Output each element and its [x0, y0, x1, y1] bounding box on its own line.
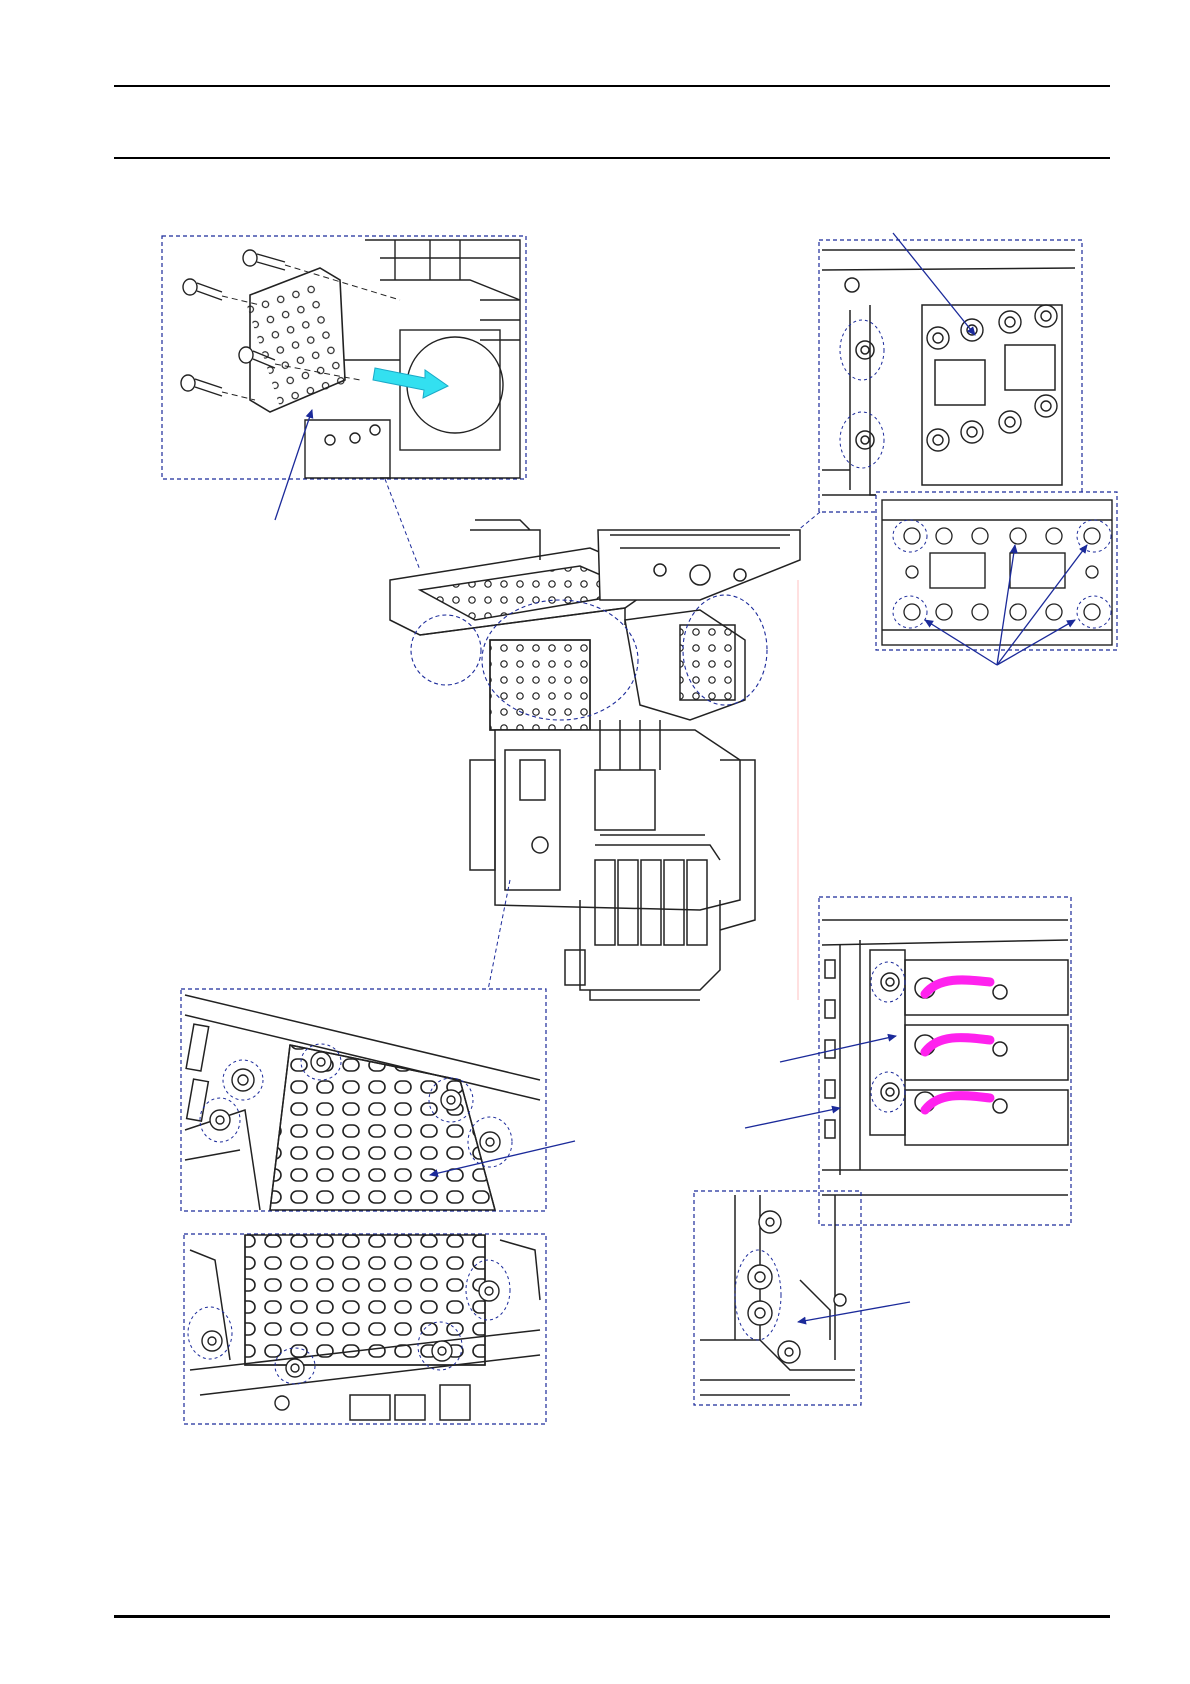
detail-side-plate — [819, 897, 1071, 1225]
detail-fan-guard — [162, 236, 526, 479]
arrow-right-icon — [373, 368, 448, 398]
detail-bottom-plate — [184, 1234, 546, 1424]
detail-cover-plate — [181, 989, 546, 1211]
main-assembly — [390, 520, 800, 1000]
detail-front-panel-flat — [876, 492, 1117, 650]
detail-front-panel — [819, 240, 1082, 512]
detail-bracket — [694, 1191, 861, 1405]
